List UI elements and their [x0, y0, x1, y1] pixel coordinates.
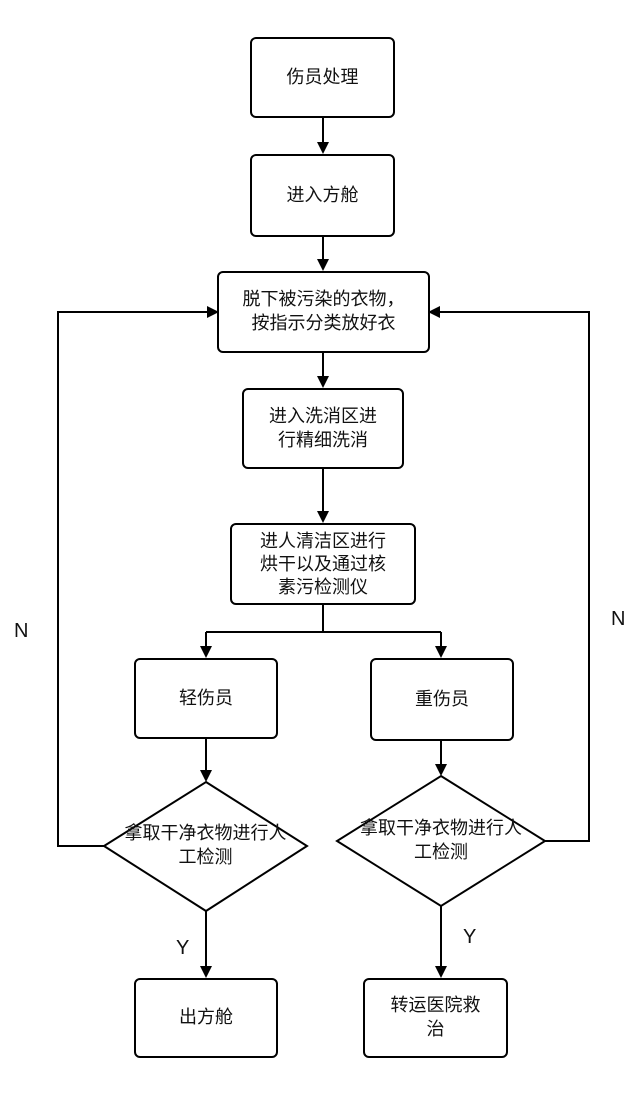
decision-right-label: 拿取干净衣物进行人 工检测	[360, 818, 522, 863]
node-heavy-label: 重伤员	[415, 688, 469, 710]
node-wash-label: 进入洗消区进 行精细洗消	[269, 405, 377, 451]
node-transfer: 转运医院救 治	[363, 978, 508, 1058]
node-undress-label: 脱下被污染的衣物， 按指示分类放好衣	[242, 289, 405, 334]
node-light-label: 轻伤员	[179, 687, 233, 709]
edge-right-no-loop	[428, 306, 590, 842]
node-clean-label: 进人清洁区进行 烘干以及通过核 素污检测仪	[260, 530, 386, 598]
node-heavy: 重伤员	[370, 658, 514, 741]
node-start: 伤员处理	[250, 37, 395, 118]
node-exit: 出方舱	[134, 978, 278, 1058]
node-transfer-label: 转运医院救 治	[390, 995, 481, 1040]
node-clean: 进人清洁区进行 烘干以及通过核 素污检测仪	[230, 523, 416, 605]
edge-label-left-yes: Y	[176, 937, 190, 959]
edge-label-left-no: N	[14, 620, 29, 642]
edge-label-right-no: N	[611, 608, 626, 630]
node-exit-label: 出方舱	[179, 1007, 233, 1028]
node-light: 轻伤员	[134, 658, 278, 739]
edge-left-no-loop	[57, 306, 219, 847]
edge-clean-branch	[206, 605, 324, 633]
decision-left-label: 拿取干净衣物进行人 工检测	[124, 823, 287, 868]
node-enter: 进入方舱	[250, 154, 395, 237]
edge-label-right-yes: Y	[463, 926, 477, 948]
node-undress: 脱下被污染的衣物， 按指示分类放好衣	[217, 271, 430, 353]
node-wash: 进入洗消区进 行精细洗消	[242, 388, 404, 469]
node-start-label: 伤员处理	[286, 66, 359, 88]
node-enter-label: 进入方舱	[286, 184, 359, 206]
